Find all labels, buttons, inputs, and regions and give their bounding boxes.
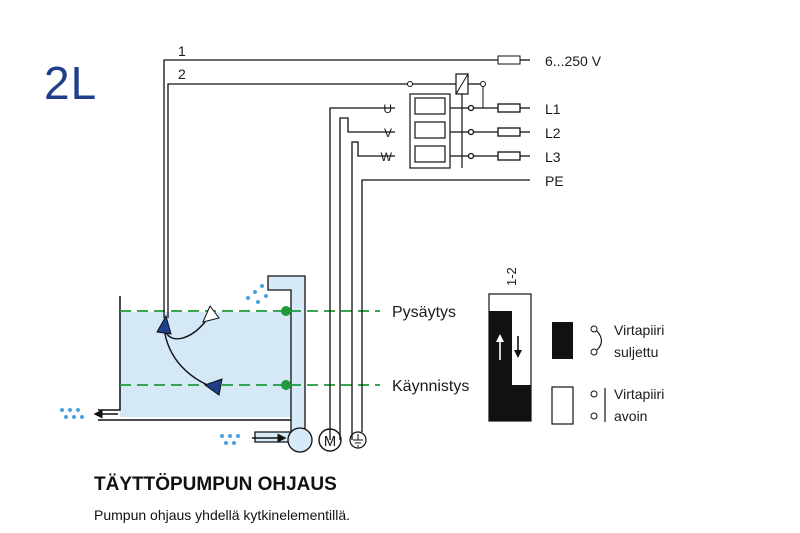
tank-water	[120, 312, 300, 417]
phase-v-label: V	[384, 126, 392, 140]
wire-1	[163, 59, 510, 318]
start-level-dot	[281, 380, 291, 390]
motor-label: M	[324, 433, 337, 450]
switch-chart-header: 1-2	[504, 267, 519, 286]
l2-label: L2	[545, 125, 561, 141]
fill-pipe	[254, 275, 306, 443]
pe-label: PE	[545, 173, 564, 189]
l1-label: L1	[545, 101, 561, 117]
legend-open-contact-icon-2	[590, 412, 598, 420]
legend-closed-box	[552, 322, 573, 359]
voltage-label: 6...250 V	[545, 53, 602, 69]
legend-closed-contact-icon	[590, 325, 598, 333]
legend-open-line2: avoin	[614, 408, 647, 424]
legend-closed-line1: Virtapiiri	[614, 322, 664, 338]
phase-w-label: W	[381, 150, 393, 164]
float-switch-icon	[156, 314, 172, 335]
diagram-subtitle: Pumpun ohjaus yhdellä kytkinelementillä.	[94, 507, 351, 523]
diagram-title: TÄYTTÖPUMPUN OHJAUS	[94, 474, 337, 495]
contactor-outputs	[450, 103, 530, 161]
float-switch-lower-icon	[203, 378, 223, 396]
relay-node	[480, 81, 486, 87]
supply-fuse	[497, 55, 521, 65]
legend-open-box	[551, 386, 574, 425]
wire-1-label: 1	[178, 43, 186, 59]
contact-node	[407, 81, 413, 87]
switch-down-arrowhead	[514, 350, 522, 358]
stop-level-label: Pysäytys	[392, 304, 456, 321]
water-drops-icon	[60, 284, 268, 445]
l3-label: L3	[545, 149, 561, 165]
ground-icon	[353, 434, 363, 447]
phase-u-label: U	[383, 102, 392, 116]
legend-closed-line2: suljettu	[614, 344, 658, 360]
legend-open-line1: Virtapiiri	[614, 386, 664, 402]
tank-wall	[98, 296, 121, 411]
start-level-label: Käynnistys	[392, 378, 469, 395]
wire-2-label: 2	[178, 66, 186, 82]
legend-open-contact-icon	[590, 390, 598, 398]
switch-up-arrowhead	[496, 334, 504, 342]
pump-housing	[287, 427, 313, 453]
legend-closed-link	[596, 330, 603, 351]
wire-2	[167, 83, 408, 318]
float-cable	[163, 327, 213, 388]
phase-lines	[329, 107, 530, 440]
float-switch-upper-icon	[202, 305, 220, 323]
legend-closed-contact-icon-2	[590, 348, 598, 356]
stop-level-dot	[281, 306, 291, 316]
overload-relay	[409, 93, 451, 169]
relay-coil-slash	[455, 73, 469, 95]
diagram-code: 2L	[44, 57, 98, 109]
